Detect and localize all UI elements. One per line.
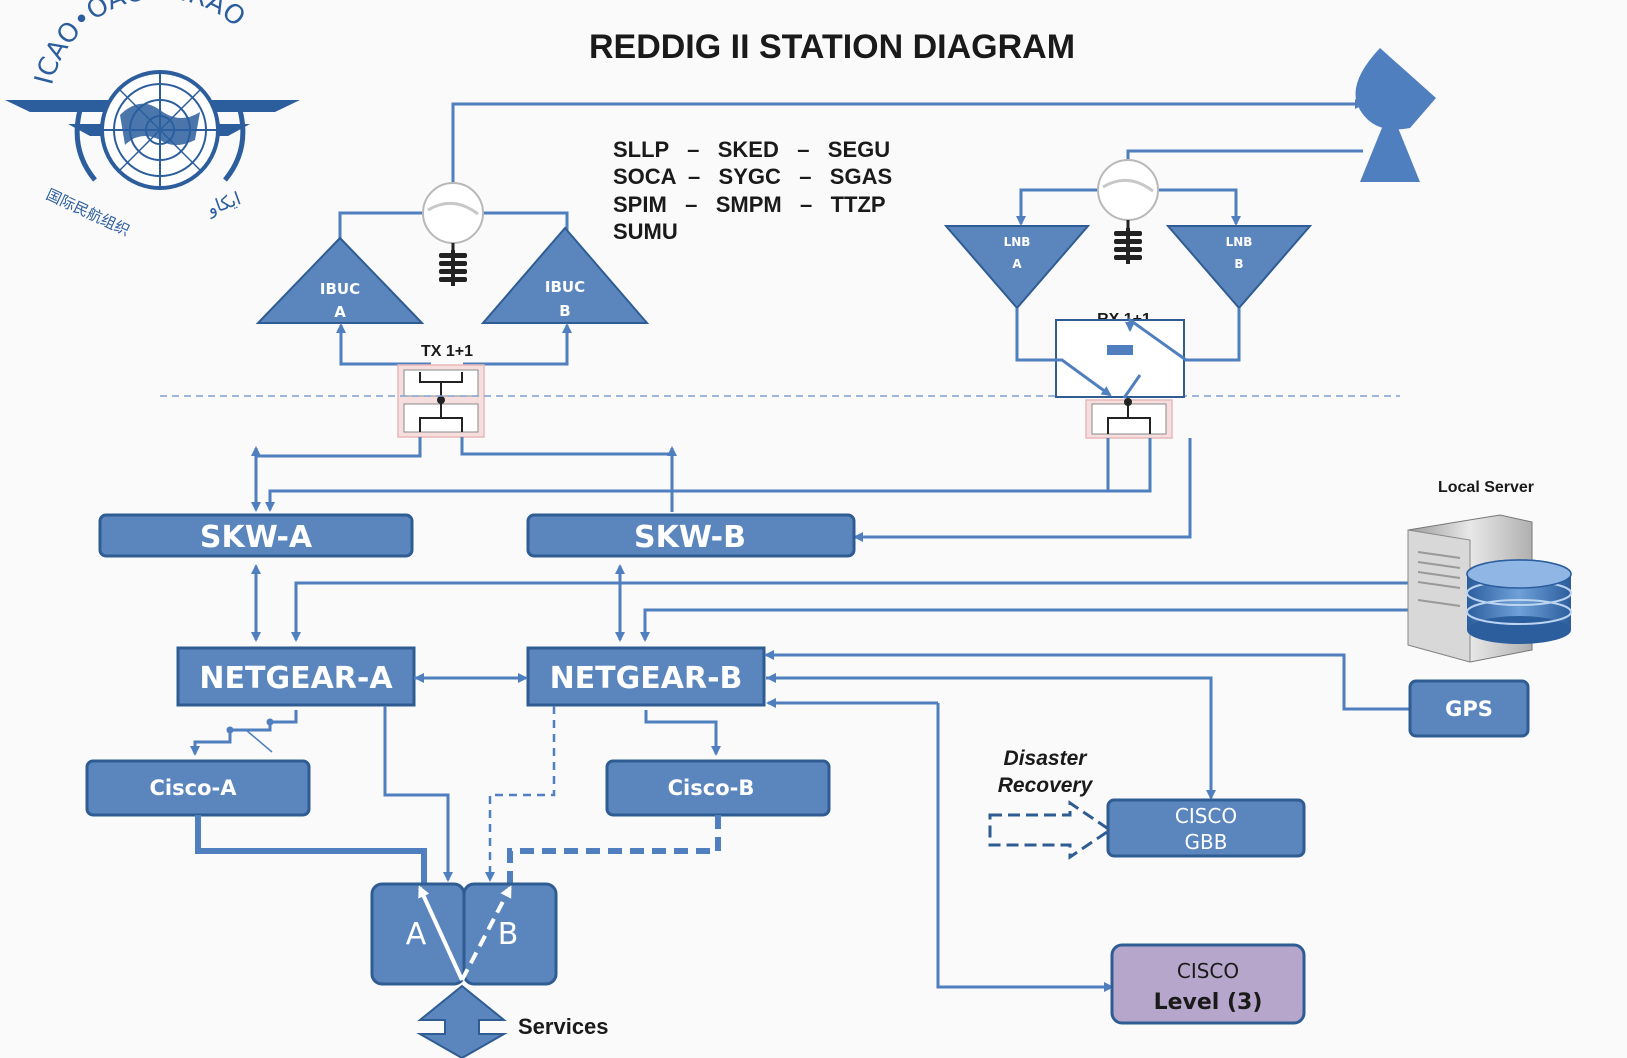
netgear-b-to-switch-dashed-line [485,706,556,882]
skw-b-box: SKW-B [526,513,856,558]
cisco-gbb-label-1: CISCO [1175,804,1237,828]
skw-a-box: SKW-A [98,513,414,558]
station-codes-line-2: SOCA – SYGC – SGAS [613,164,892,189]
tx-switch-label: TX 1+1 [421,343,473,360]
ibuc-a: IBUC A [255,236,425,324]
netgear-b-to-cisco-gbb-line [766,676,1216,800]
diagram-title: REDDIG II STATION DIAGRAM [589,28,1075,66]
gps-label: GPS [1445,697,1493,721]
lnb-b: LNB B [1165,225,1313,310]
disaster-recovery-label-1: Disaster [1004,747,1089,770]
server-to-netgear-b-line [640,608,1408,642]
lnb-a-label-2: A [1012,257,1022,271]
switch-b-label: B [498,917,519,952]
rx-output-switch-icon [1085,398,1173,439]
cisco-a-box: Cisco-A [85,759,311,817]
local-server-icon [1407,514,1572,663]
cisco-gbb-box: CISCO GBB [1106,798,1306,858]
services-arrow-icon [416,984,508,1058]
rx-to-skw-a-line [265,438,1152,512]
cisco-level3-label-1: CISCO [1177,959,1239,983]
lnb-b-feed-line [1157,188,1241,226]
lnb-b-label-2: B [1234,257,1243,271]
tx-switch-to-ibuc-a [336,323,431,366]
lnb-a: LNB A [943,225,1091,310]
cisco-level3-box: CISCO Level (3) [1110,943,1306,1025]
station-codes: SLLP – SKED – SEGU SOCA – SYGC – SGAS SP… [613,137,892,244]
netgear-b-box: NETGEAR-B [526,646,766,707]
station-codes-line-4: SUMU [613,219,678,244]
rx-to-skw-b-line [853,438,1192,542]
link-node-dot [226,726,234,734]
netgear-a-box: NETGEAR-A [176,646,416,707]
switch-bypass-line [245,729,273,753]
server-to-netgear-a-line [291,581,1408,642]
netgear-b-to-cisco-b-line [644,710,721,756]
ibuc-a-label-2: A [334,303,346,321]
tx-uplink-line [451,99,1365,195]
tx-switch-icon [397,364,485,438]
netgear-a-to-switch-line [383,706,453,882]
rx-switch-icon [1015,308,1241,399]
lnb-b-label-1: LNB [1226,235,1253,249]
lnb-a-label-1: LNB [1004,235,1031,249]
satellite-dish-icon [1355,48,1436,182]
cisco-level3-label-2: Level (3) [1154,990,1263,1015]
tx-switch-to-skw-a-line [251,437,422,512]
netgear-b-label: NETGEAR-B [550,661,743,696]
netgear-b-to-cisco-level3-line [936,703,1114,992]
gps-to-netgear-b-line [764,650,1410,711]
cisco-b-box: Cisco-B [605,759,831,817]
disaster-recovery-arrow-icon [988,800,1113,860]
cisco-b-to-switch-dashed-line [507,815,721,886]
tx-switch-to-ibuc-b [463,323,572,366]
gps-box: GPS [1408,679,1530,738]
netgear-a-label: NETGEAR-A [199,661,393,696]
ab-switch: A B [370,882,558,986]
cisco-a-label: Cisco-A [150,776,238,800]
cisco-b-label: Cisco-B [668,776,755,800]
lnb-a-feed-line [1016,188,1101,226]
netgear-a-to-cisco-a-line [190,710,298,756]
tx-waveguide-switch-icon [422,182,484,286]
skw-b-label: SKW-B [634,520,746,555]
services-label: Services [518,1014,609,1039]
cisco-gbb-label-2: GBB [1185,830,1228,854]
ibuc-a-label-1: IBUC [320,280,360,298]
disaster-recovery-label-2: Recovery [998,774,1094,797]
local-server-label: Local Server [1438,479,1534,496]
cisco-a-to-switch-line [195,815,427,886]
link-node-dot [266,718,274,726]
station-codes-line-1: SLLP – SKED – SEGU [613,137,890,162]
skw-b-to-tx-switch-line [460,437,674,512]
rx-waveguide-switch-icon [1097,159,1159,264]
skw-a-label: SKW-A [200,520,313,555]
ibuc-b-label-2: B [559,302,570,320]
switch-a-label: A [406,917,427,952]
ibuc-b-label-1: IBUC [545,278,585,296]
station-codes-line-3: SPIM – SMPM – TTZP [613,192,886,217]
